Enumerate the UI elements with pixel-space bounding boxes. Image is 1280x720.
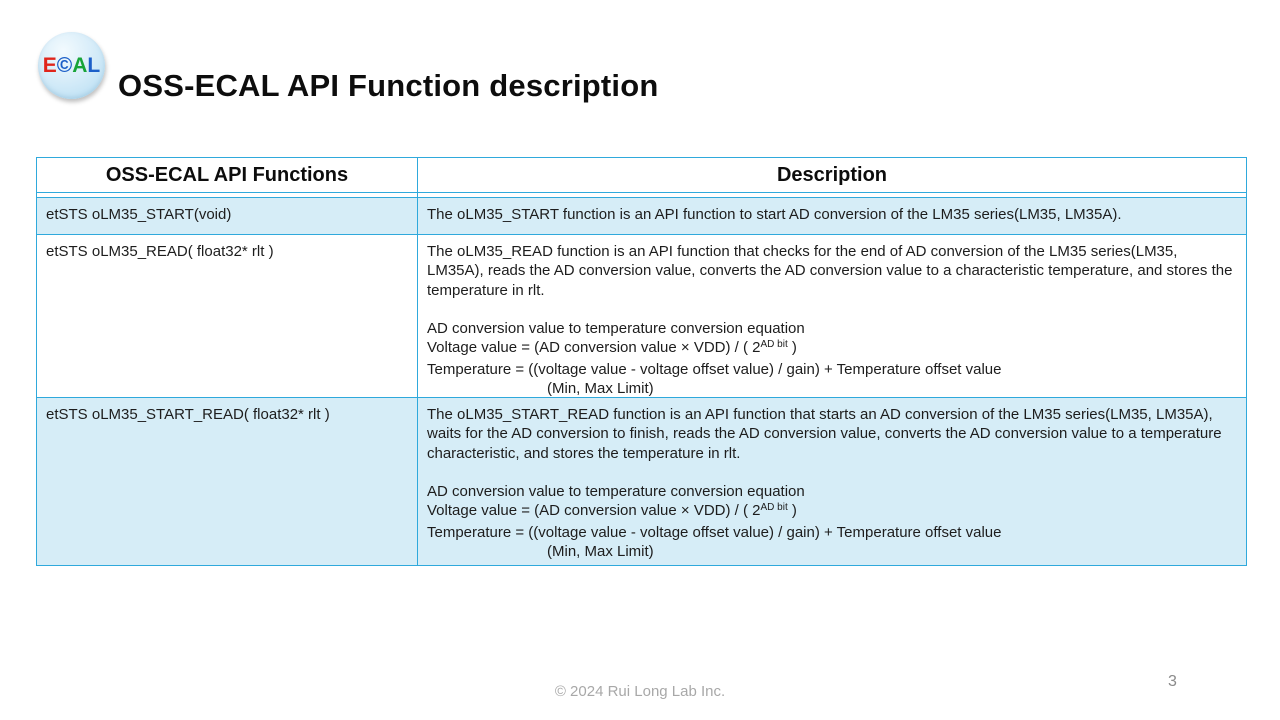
voltage-equation: Voltage value = (AD conversion value × V… [427, 501, 1237, 522]
voltage-equation-exponent: AD bit [760, 339, 788, 351]
function-signature: etSTS oLM35_READ( float32* rlt ) [46, 243, 274, 260]
conversion-equation-block: AD conversion value to temperature conve… [427, 319, 1237, 398]
page-title: OSS-ECAL API Function description [118, 67, 659, 103]
voltage-equation-suffix: ) [787, 502, 797, 520]
header-separator-right [418, 193, 1246, 197]
voltage-equation-suffix: ) [787, 339, 797, 357]
api-function-table: OSS-ECAL API Functions Description etSTS… [36, 157, 1247, 566]
temperature-equation: Temperature = ((voltage value - voltage … [427, 360, 1002, 378]
ecal-logo-text: E©AL [43, 55, 101, 76]
function-cell: etSTS oLM35_START(void) [37, 198, 418, 234]
table-row: etSTS oLM35_READ( float32* rlt ) The oLM… [37, 235, 1246, 398]
equation-intro: AD conversion value to temperature conve… [427, 320, 805, 338]
voltage-equation-prefix: Voltage value = (AD conversion value × V… [427, 339, 761, 357]
logo-letter-a: A [72, 54, 88, 77]
voltage-equation: Voltage value = (AD conversion value × V… [427, 338, 1237, 359]
table-row: etSTS oLM35_START(void) The oLM35_START … [37, 198, 1246, 235]
min-max-limit-note: (Min, Max Limit) [547, 380, 654, 398]
header-cell-description: Description [776, 163, 888, 186]
logo-letter-l: L [87, 54, 101, 77]
function-cell: etSTS oLM35_READ( float32* rlt ) [37, 235, 418, 397]
page-number: 3 [1168, 673, 1177, 690]
table-row: etSTS oLM35_START_READ( float32* rlt ) T… [37, 398, 1246, 565]
description-cell: The oLM35_START_READ function is an API … [418, 398, 1246, 565]
description-cell: The oLM35_START function is an API funct… [418, 198, 1246, 234]
function-summary: The oLM35_START_READ function is an API … [427, 406, 1222, 462]
voltage-equation-exponent: AD bit [760, 502, 788, 514]
ecal-logo: E©AL [38, 32, 105, 99]
function-signature: etSTS oLM35_START_READ( float32* rlt ) [46, 406, 330, 423]
temperature-equation: Temperature = ((voltage value - voltage … [427, 523, 1002, 541]
function-summary: The oLM35_START function is an API funct… [427, 206, 1122, 223]
function-summary: The oLM35_READ function is an API functi… [427, 243, 1233, 299]
equation-intro: AD conversion value to temperature conve… [427, 483, 805, 501]
table-header-row: OSS-ECAL API Functions Description [37, 158, 1246, 193]
function-signature: etSTS oLM35_START(void) [46, 206, 232, 223]
description-cell: The oLM35_READ function is an API functi… [418, 235, 1246, 397]
function-cell: etSTS oLM35_START_READ( float32* rlt ) [37, 398, 418, 565]
header-separator-row [37, 193, 1246, 198]
copyright-text: © 2024 Rui Long Lab Inc. [554, 683, 726, 700]
min-max-limit-note: (Min, Max Limit) [547, 543, 654, 561]
header-separator-left [37, 193, 418, 197]
logo-letter-c: © [56, 54, 73, 77]
conversion-equation-block: AD conversion value to temperature conve… [427, 482, 1237, 561]
header-cell-functions: OSS-ECAL API Functions [37, 158, 418, 192]
voltage-equation-prefix: Voltage value = (AD conversion value × V… [427, 502, 761, 520]
logo-letter-e: E [42, 54, 57, 77]
